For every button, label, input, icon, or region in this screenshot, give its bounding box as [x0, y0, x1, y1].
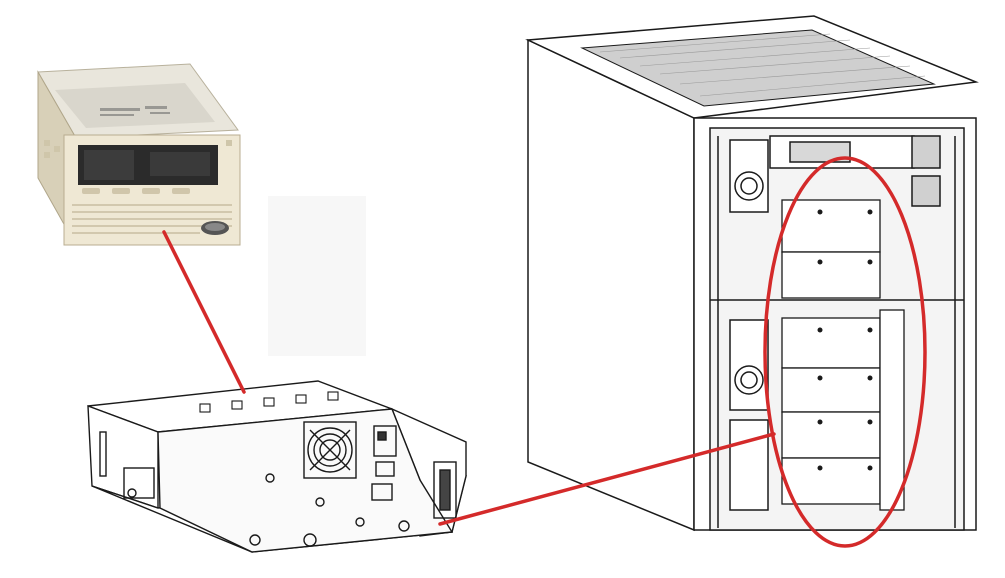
background-panel	[268, 196, 366, 356]
tape-drive	[37, 63, 241, 246]
drive-bay-1	[781, 199, 881, 253]
cabinet-drive-bays	[781, 199, 905, 511]
drive-bay-3	[781, 317, 881, 369]
drive-bay-6	[781, 457, 881, 505]
connector-tray-to-cabinet	[438, 432, 776, 526]
storage-cabinet	[525, 15, 979, 532]
drive-bays-highlight-ellipse	[763, 156, 927, 548]
drive-bay-4	[781, 367, 881, 413]
drive-enclosure-tray	[87, 380, 467, 553]
drive-bay-5	[781, 411, 881, 459]
connector-drive-to-tray	[162, 230, 246, 394]
drive-bay-2	[781, 251, 881, 299]
fan-icon	[303, 421, 357, 479]
